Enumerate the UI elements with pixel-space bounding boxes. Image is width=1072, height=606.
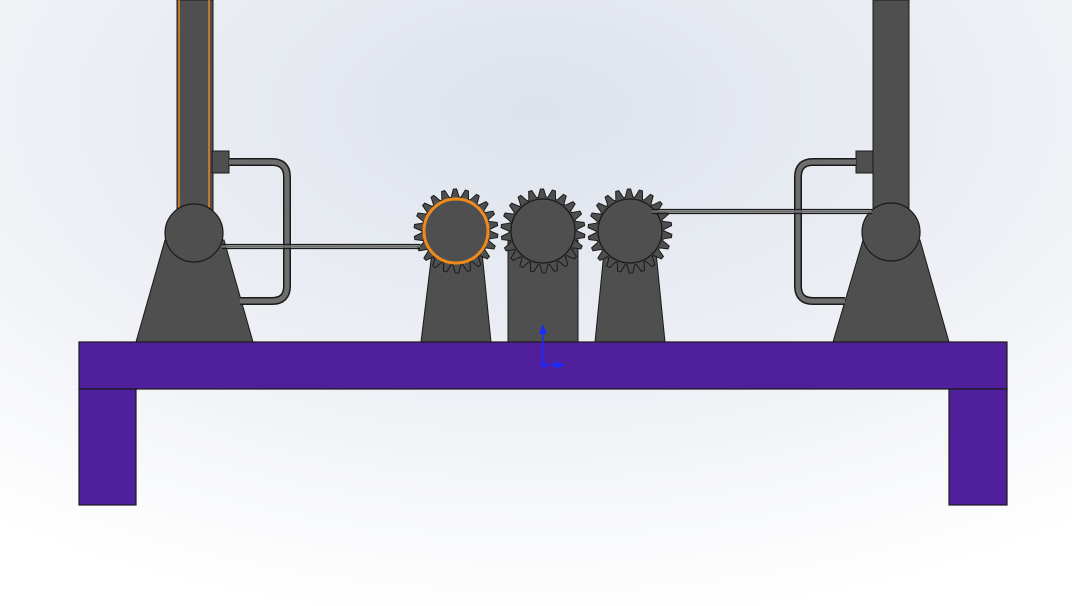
table[interactable] bbox=[78, 341, 1008, 506]
left-stand-pivot[interactable] bbox=[164, 203, 224, 263]
right-stand[interactable] bbox=[832, 0, 950, 343]
connecting-rod-left[interactable] bbox=[222, 243, 420, 250]
connecting-rod-right[interactable] bbox=[652, 208, 872, 215]
left-stand-column[interactable] bbox=[176, 0, 214, 236]
table-leg-left[interactable] bbox=[78, 388, 137, 506]
gear-middle[interactable] bbox=[500, 188, 586, 274]
right-bracket[interactable] bbox=[794, 158, 856, 305]
gear-hub[interactable] bbox=[510, 198, 576, 264]
table-leg-right[interactable] bbox=[948, 388, 1008, 506]
gear-hub[interactable] bbox=[422, 197, 490, 265]
gear-left[interactable] bbox=[413, 188, 499, 274]
left-bracket-pipe-core bbox=[229, 159, 290, 304]
gear-right[interactable] bbox=[587, 188, 673, 274]
right-bracket-mount[interactable] bbox=[855, 150, 874, 174]
right-stand-column[interactable] bbox=[872, 0, 910, 221]
left-bracket[interactable] bbox=[229, 158, 291, 305]
gear-hub[interactable] bbox=[597, 198, 663, 264]
right-bracket-pipe-core bbox=[795, 159, 856, 304]
right-stand-pivot[interactable] bbox=[861, 202, 921, 262]
left-stand[interactable] bbox=[135, 0, 254, 343]
left-bracket-mount[interactable] bbox=[211, 150, 230, 174]
coordinate-triad-icon bbox=[539, 324, 565, 369]
